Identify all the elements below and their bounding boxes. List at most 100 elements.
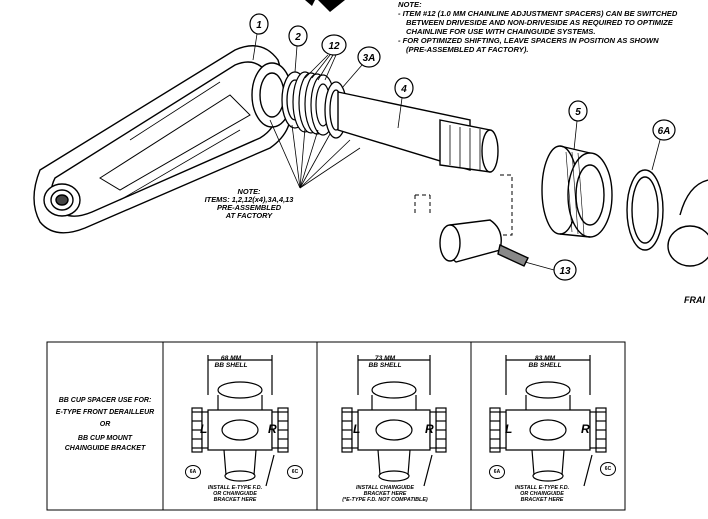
seat-tube-1	[217, 395, 263, 410]
bb-shell-drawings	[191, 355, 607, 487]
frame-label: FRAI	[684, 295, 705, 305]
callout-6a	[651, 119, 676, 171]
down-tube-1	[223, 449, 257, 476]
callout-6a-label: 6A	[658, 126, 671, 137]
preassembled-heading: NOTE:	[237, 187, 261, 196]
bb-shell-bore-2	[375, 419, 413, 441]
seat-tube-top-2	[371, 381, 417, 399]
shell-text-3: BB SHELL	[528, 362, 562, 369]
left-cell-line-5: CHAINGUIDE BRACKET	[64, 445, 146, 452]
callout-5-label: 5	[575, 107, 581, 118]
tag-6c-col3: 6C	[600, 462, 616, 476]
install-3-line-3: BRACKET HERE	[520, 497, 564, 503]
dashed-guide	[414, 194, 431, 215]
shell-text-1: BB SHELL	[214, 362, 248, 369]
left-letter-3: L	[505, 422, 513, 436]
install-2-line-2: BRACKET HERE	[363, 491, 407, 497]
install-leader-3	[583, 454, 593, 487]
direction-arrow	[318, 0, 345, 12]
spacer-6a	[626, 169, 664, 251]
bb-shell-body-1	[207, 409, 273, 451]
install-3-line-1: INSTALL E-TYPE F.D.	[514, 485, 570, 491]
shell-width-1: 68 MM	[220, 355, 242, 362]
bb-shell-bore-3	[529, 419, 567, 441]
tool-13	[439, 219, 529, 267]
right-cup-flange-3	[589, 411, 597, 449]
left-cell-line-4: BB CUP MOUNT	[77, 435, 133, 442]
install-leader-2	[423, 454, 433, 487]
tag-6a-col3: 6A	[489, 465, 505, 479]
bb-shell-body-2	[357, 409, 431, 451]
right-letter-2: R	[425, 422, 434, 436]
seat-tube-top-3	[525, 381, 571, 399]
spacer-note: NOTE: - ITEM #12 (1.0 MM CHAINLINE ADJUS…	[398, 0, 708, 54]
down-tube-2	[377, 449, 411, 476]
callout-4	[394, 77, 414, 129]
down-tube-end-2	[378, 470, 410, 482]
callout-13-label: 13	[559, 266, 571, 277]
right-letter-3: R	[581, 422, 590, 436]
dashed-guide-2	[500, 174, 513, 236]
preassembled-factory: AT FACTORY	[225, 211, 273, 220]
frame-fragment	[667, 179, 708, 267]
left-letter-1: L	[200, 422, 208, 436]
install-1-line-3: BRACKET HERE	[213, 497, 257, 503]
left-cell-line-2: E-TYPE FRONT DERAILLEUR	[55, 409, 155, 416]
table-left-cell: BB CUP SPACER USE FOR: E-TYPE FRONT DERA…	[47, 342, 163, 510]
arrow-fragment	[305, 0, 315, 6]
spacer-table-grid	[46, 341, 626, 511]
crank-arm	[33, 45, 293, 234]
seat-tube-2	[371, 395, 417, 410]
bb-shell-body-3	[505, 409, 591, 451]
shell-label-2: 73 MM BB SHELL	[355, 355, 415, 369]
note-line-2: BETWEEN DRIVESIDE AND NON-DRIVESIDE AS R…	[406, 18, 673, 27]
shell-width-2: 73 MM	[374, 355, 396, 362]
preassembled-items: ITEMS: 1,2,12(x4),3A,4,13	[204, 195, 294, 204]
note-line-4: - FOR OPTIMIZED SHIFTING, LEAVE SPACERS …	[398, 36, 659, 45]
note-line-3: CHAINLINE FOR USE WITH CHAINGUIDE SYSTEM…	[406, 27, 596, 36]
install-1-line-1: INSTALL E-TYPE F.D.	[207, 485, 263, 491]
shell-width-3: 83 MM	[534, 355, 556, 362]
bearing-cup-5	[541, 145, 613, 238]
install-leader-1	[265, 454, 275, 487]
note-line-1: - ITEM #12 (1.0 MM CHAINLINE ADJUSTMENT …	[398, 9, 678, 18]
callout-12-label: 12	[328, 41, 340, 52]
callout-3a-label: 3A	[363, 53, 376, 64]
down-tube-end-3	[532, 470, 564, 482]
tag-6c-col1: 6C	[287, 465, 303, 479]
install-1-line-2: OR CHAINGUIDE	[213, 491, 257, 497]
install-note-2: INSTALL CHAINGUIDE BRACKET HERE (*E-TYPE…	[320, 485, 450, 503]
left-cell-line-3: OR	[99, 421, 111, 428]
install-note-3: INSTALL E-TYPE F.D. OR CHAINGUIDE BRACKE…	[477, 485, 607, 503]
install-note-1: INSTALL E-TYPE F.D. OR CHAINGUIDE BRACKE…	[170, 485, 300, 503]
callout-12	[304, 34, 347, 81]
tag-6a-col1: 6A	[185, 465, 201, 479]
note-heading: NOTE:	[398, 0, 422, 9]
preassembled-leaders	[269, 119, 361, 189]
down-tube-end-1	[224, 470, 256, 482]
shell-label-1: 68 MM BB SHELL	[201, 355, 261, 369]
install-2-line-3: (*E-TYPE F.D. NOT COMPATIBLE)	[342, 497, 428, 503]
spindle-4	[337, 91, 499, 173]
callout-3a	[341, 46, 381, 89]
preassembled-line: PRE-ASSEMBLED	[216, 203, 282, 212]
shell-label-3: 83 MM BB SHELL	[515, 355, 575, 369]
note-line-5: (PRE-ASSEMBLED AT FACTORY).	[406, 45, 529, 54]
callout-13	[524, 259, 577, 281]
callout-5	[568, 100, 588, 151]
callout-1-label: 1	[256, 20, 262, 31]
callout-1	[249, 13, 269, 61]
preassembled-note: NOTE: ITEMS: 1,2,12(x4),3A,4,13 PRE-ASSE…	[190, 188, 308, 220]
install-2-line-1: INSTALL CHAINGUIDE	[356, 485, 414, 491]
shell-text-2: BB SHELL	[368, 362, 402, 369]
seat-tube-top-1	[217, 381, 263, 399]
left-cell-line-1: BB CUP SPACER USE FOR:	[58, 397, 152, 404]
callout-4-label: 4	[400, 84, 407, 95]
left-letter-2: L	[353, 422, 361, 436]
callout-2	[288, 25, 308, 73]
install-3-line-2: OR CHAINGUIDE	[520, 491, 564, 497]
callout-2-label: 2	[294, 32, 301, 43]
right-letter-1: R	[268, 422, 277, 436]
bb-shell-bore-1	[221, 419, 259, 441]
